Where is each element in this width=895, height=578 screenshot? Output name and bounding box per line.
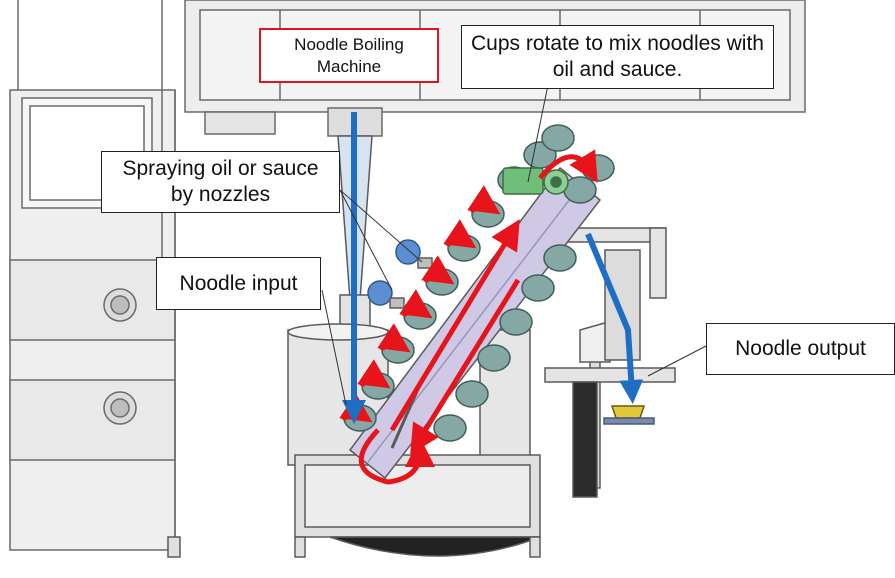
conveyor-direction-arrows (358, 149, 598, 485)
motor-icon (502, 167, 569, 195)
spraying-label: Spraying oil or sauce by nozzles (101, 151, 340, 213)
right-support (534, 227, 676, 498)
cups-rotate-label: Cups rotate to mix noodles with oil and … (461, 25, 774, 89)
output-bowl-icon (603, 405, 655, 425)
callout-leaders (321, 84, 709, 406)
noodle-input-label: Noodle input (156, 257, 321, 310)
noodle-flow-arrows (342, 112, 644, 424)
left-cabinet (9, 0, 176, 551)
noodle-output-label: Noodle output (706, 323, 895, 375)
noodle-boiling-machine-label: Noodle Boiling Machine (259, 28, 439, 83)
